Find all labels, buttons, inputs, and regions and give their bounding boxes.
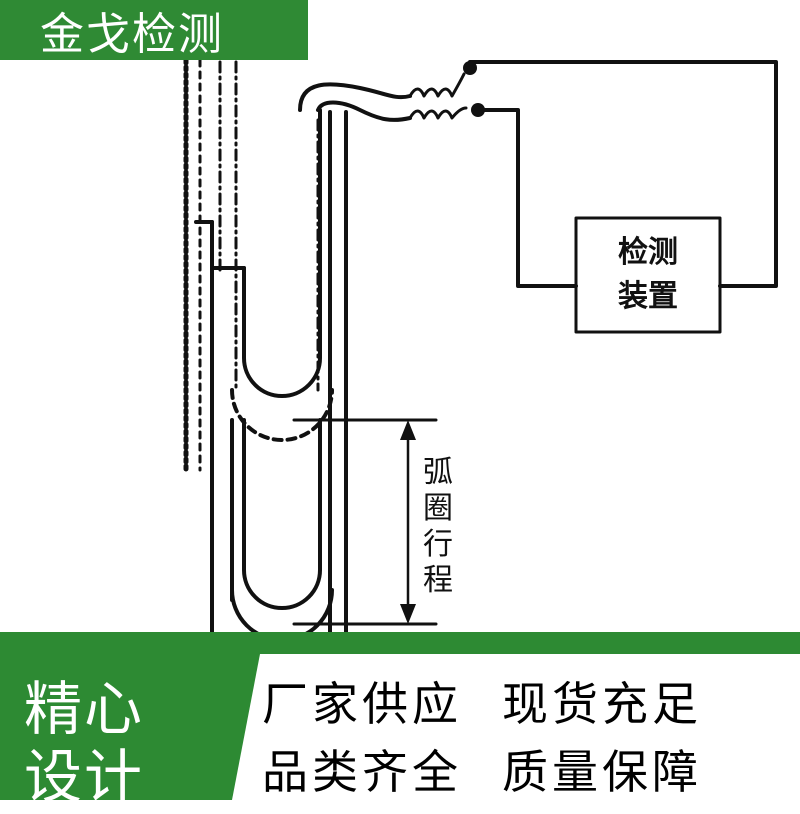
promo-left-line-2: 设计 <box>24 743 145 811</box>
promo-banner-panel <box>232 654 800 800</box>
promo-slogan-in-stock: 现货充足 <box>502 677 702 731</box>
promo-slogan-full-range: 品类齐全 <box>262 745 462 799</box>
detection-device-box <box>574 216 722 334</box>
promo-banner: 精心 设计 厂家供应 现货充足 品类齐全 质量保障 <box>0 632 800 811</box>
u-bend-upper-outer <box>230 388 334 442</box>
u-bend-upper <box>242 108 322 398</box>
promo-slogan-quality: 质量保障 <box>502 745 702 799</box>
dim-arrow-down <box>400 604 416 624</box>
stroke-label-char-4: 程 <box>423 563 453 598</box>
terminal-dot-bottom <box>471 103 485 117</box>
lead-wire-inner <box>316 100 412 122</box>
coil-bottom <box>408 106 468 120</box>
stroke-label-char-1: 弧 <box>423 455 453 490</box>
stroke-label-char-2: 圈 <box>423 491 453 526</box>
device-label-line1: 检测 <box>618 235 678 270</box>
terminal-dot-top <box>463 61 477 75</box>
device-label-line2: 装置 <box>618 279 678 314</box>
watermark-text: 金戈检测 <box>40 9 224 60</box>
u-bend-lower <box>242 418 322 610</box>
dim-arrow-up <box>400 420 416 440</box>
coil-top <box>408 72 466 98</box>
watermark-banner: 金戈检测 <box>0 0 308 60</box>
stroke-label-char-3: 行 <box>423 527 453 562</box>
promo-left-line-1: 精心 <box>24 675 145 743</box>
promo-slogan-factory-supply: 厂家供应 <box>262 677 462 731</box>
lead-wire-outer <box>298 82 412 112</box>
circuit-wire-bottom <box>476 108 578 288</box>
